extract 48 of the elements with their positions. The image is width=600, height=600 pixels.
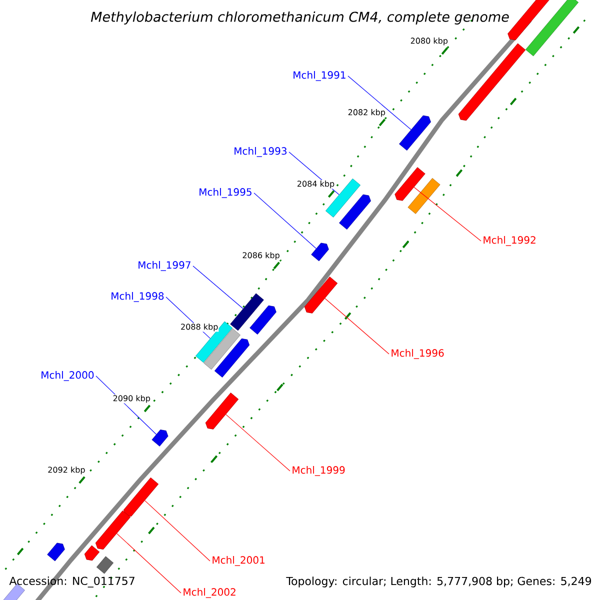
gene-label: Mchl_1996 — [392, 349, 444, 359]
gene-bar — [304, 276, 338, 314]
gene-bar — [311, 242, 329, 262]
tick-label: 2086 kbp — [242, 252, 280, 260]
gene-bar — [96, 556, 114, 574]
leader-line — [192, 266, 244, 309]
gene-label: Mchl_2001 — [212, 556, 264, 566]
accession-text: Accession: NC_011757 — [9, 576, 134, 588]
gene-bar — [84, 545, 100, 561]
genome-info-text: Topology: circular; Length: 5,777,908 bp; Genes: 5,249 — [285, 576, 593, 588]
tick-label: 2092 kbp — [47, 466, 86, 475]
gene-label: Mchl_1993 — [234, 147, 286, 157]
leader-line — [324, 298, 390, 354]
gene-label: Mchl_1995 — [200, 188, 252, 198]
title: Methylobacterium chloromethanicum CM4, complete genome — [90, 11, 509, 25]
gene-bar — [408, 178, 440, 214]
gene-bar — [399, 115, 431, 151]
tick-label: 2088 kbp — [180, 323, 219, 332]
tick-label: 2090 kbp — [112, 394, 151, 404]
gene-label: Mchl_2002 — [184, 588, 236, 598]
gene-bar — [205, 392, 239, 430]
gene-bar — [230, 293, 264, 331]
gene-bar — [214, 338, 250, 378]
tick-label: 2084 kbp — [296, 180, 336, 189]
gene-bar — [152, 430, 168, 446]
gene-bar — [458, 43, 526, 121]
leader-line — [254, 192, 316, 249]
gene-bar — [95, 510, 131, 550]
gene-label: Mchl_2000 — [42, 371, 94, 381]
gene-label: Mchl_1997 — [138, 261, 190, 271]
leader-line — [144, 500, 210, 562]
gene-label: Mchl_1998 — [112, 292, 164, 302]
gene-label: Mchl_1992 — [484, 236, 536, 246]
gene-bar — [250, 305, 276, 335]
gene-bar — [394, 167, 426, 201]
gene-label: Mchl_1999 — [292, 466, 345, 476]
leader-line — [226, 414, 290, 472]
gene-bar — [525, 0, 579, 56]
tick-label: 2080 kbp — [410, 37, 448, 46]
gene-bar — [47, 542, 65, 562]
gene-bar — [508, 0, 552, 40]
leader-line — [116, 533, 182, 594]
gene-bar — [123, 477, 159, 517]
leader-line — [414, 186, 482, 242]
tick-label: 2082 kbp — [347, 108, 386, 118]
gene-label: Mchl_1991 — [294, 71, 346, 81]
leader-line — [348, 76, 412, 130]
gene-bar — [339, 194, 371, 230]
